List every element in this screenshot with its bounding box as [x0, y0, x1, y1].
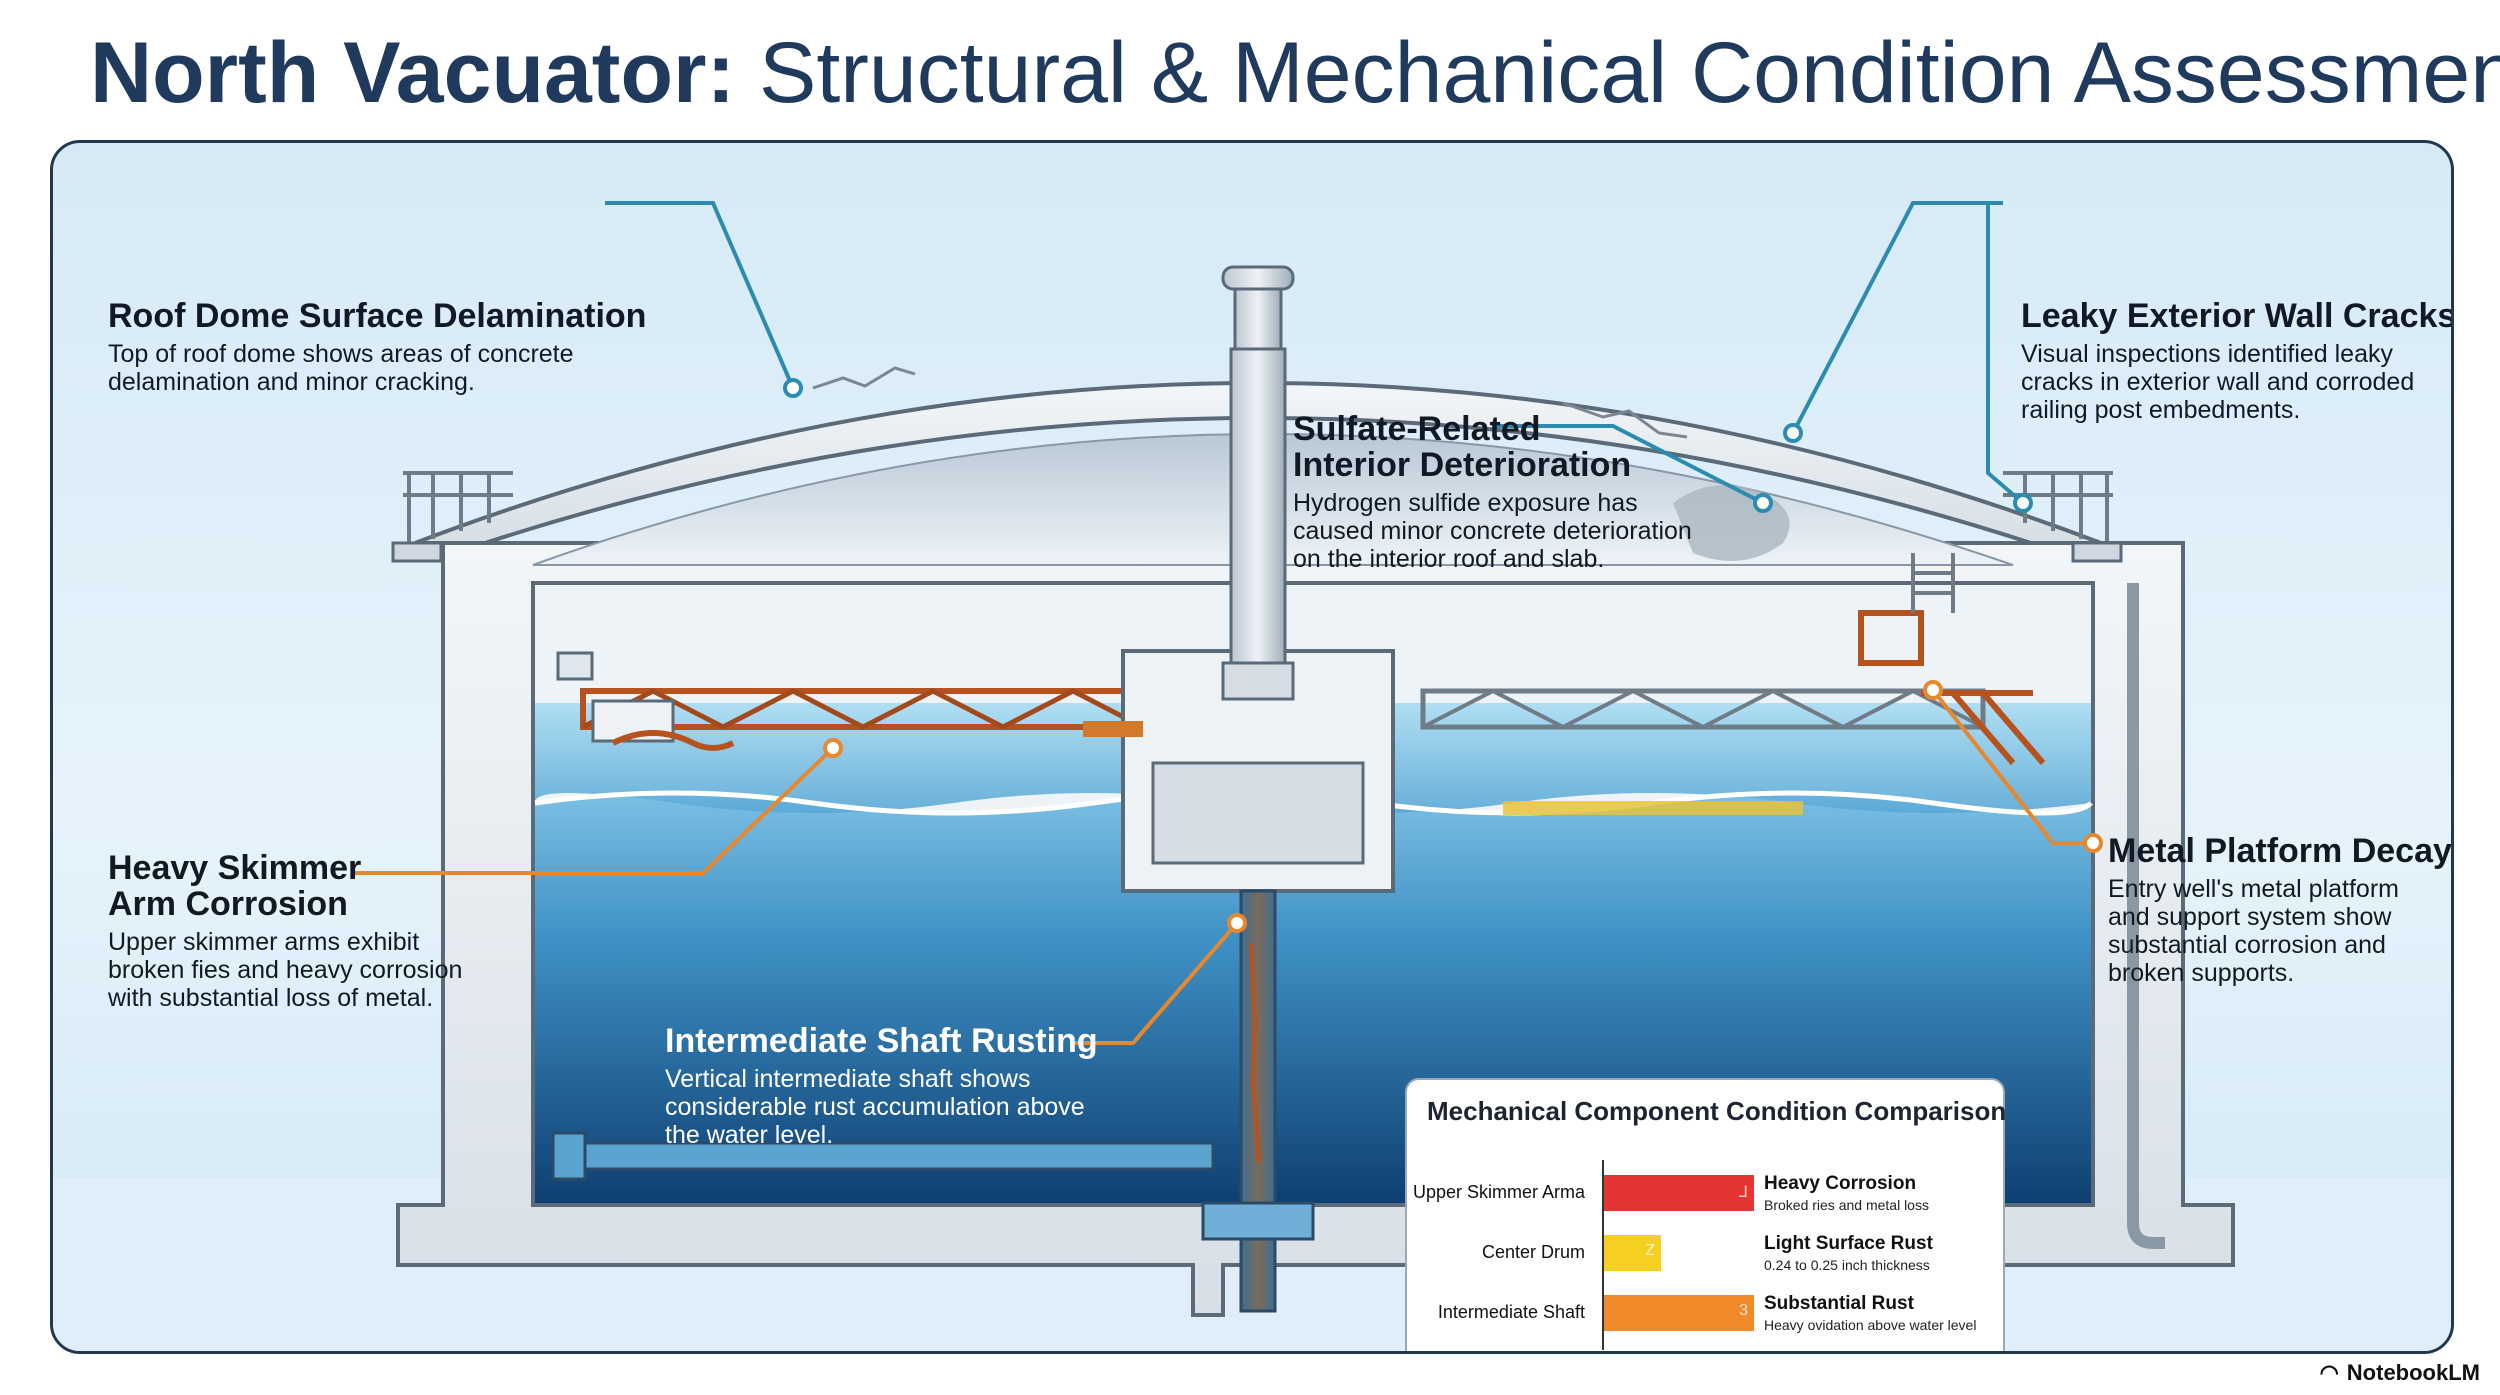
left-railing	[403, 471, 513, 543]
comparison-status-detail: 0.24 to 0.25 inch thickness	[1764, 1257, 1930, 1273]
skimmer-heading-line2: Arm Corrosion	[108, 885, 348, 923]
right-ledge	[2071, 541, 2123, 563]
skimmer-body: Upper skimmer arms exhibit broken fies a…	[108, 928, 463, 1012]
roof-dome-body: Top of roof dome shows areas of concrete…	[108, 340, 574, 396]
callout-platform: Metal Platform Decay Entry well's metal …	[2108, 832, 2452, 987]
exterior-wall-heading: Leaky Exterior Wall Cracks	[2021, 297, 2454, 335]
condition-comparison-card: Mechanical Component Condition Compariso…	[1405, 1078, 2007, 1351]
callout-exterior-wall: Leaky Exterior Wall Cracks Visual inspec…	[2021, 297, 2454, 424]
dome-crack	[812, 366, 916, 390]
exterior-downpipe	[2127, 583, 2165, 1249]
exterior-wall-body: Visual inspections identified leaky crac…	[2021, 340, 2415, 424]
skimmer-leader	[353, 738, 843, 875]
platform-body: Entry well's metal platform and support …	[2108, 875, 2399, 987]
comparison-status-detail: Broked ries and metal loss	[1764, 1197, 1929, 1213]
comparison-bar: Z	[1604, 1235, 1661, 1271]
right-skimmer-rust	[1503, 801, 1803, 815]
sulfate-heading-line2: Interior Deterioration	[1293, 446, 1632, 484]
roof-dome-leader	[605, 201, 803, 398]
center-column-collar	[1221, 661, 1295, 701]
comparison-row-label: Center Drum	[1481, 1242, 1585, 1262]
left-ledge	[391, 541, 443, 563]
right-skimmer-arm	[1420, 688, 1986, 730]
platform-heading: Metal Platform Decay	[2108, 832, 2452, 870]
exterior-wall-leader	[1783, 201, 2033, 513]
center-column	[1229, 347, 1287, 681]
notebooklm-logo-icon: ◠	[2319, 1360, 2339, 1385]
sulfate-heading-line1: Sulfate-Related	[1293, 410, 1541, 448]
center-drum-gear	[1151, 761, 1365, 865]
roof-vent-stem	[1233, 287, 1283, 351]
shaft-leader	[1071, 913, 1247, 1045]
comparison-status: Light Surface Rust 0.24 to 0.25 inch thic…	[1764, 1233, 1933, 1273]
page-title: North Vacuator: Structural & Mechanical …	[90, 25, 2500, 121]
comparison-status-title: Light Surface Rust	[1764, 1233, 1933, 1254]
callout-roof-dome: Roof Dome Surface Delamination Top of ro…	[108, 298, 668, 396]
dome-crack-2	[1562, 401, 1688, 439]
shaft-heading: Intermediate Shaft Rusting	[665, 1022, 1098, 1060]
comparison-row-label: Upper Skimmer Arma	[1412, 1182, 1585, 1202]
roof-vent-cap	[1221, 265, 1295, 291]
comparison-bar: ⅃	[1604, 1175, 1754, 1211]
entry-ladder	[1911, 553, 1955, 613]
shaft-body: Vertical intermediate shaft shows consid…	[665, 1065, 1085, 1149]
comparison-axis	[1602, 1160, 1604, 1350]
comparison-status-title: Substantial Rust	[1764, 1293, 1914, 1314]
comparison-bar: 3	[1604, 1295, 1754, 1331]
comparison-title: Mechanical Component Condition Compariso…	[1427, 1096, 2007, 1126]
intermediate-shaft	[1239, 889, 1277, 1313]
drum-rust-patch	[1083, 721, 1143, 737]
comparison-row-label: Intermediate Shaft	[1437, 1302, 1585, 1322]
sulfate-body: Hydrogen sulfide exposure has caused min…	[1293, 489, 1692, 573]
shaft-base	[1201, 1201, 1315, 1241]
callout-skimmer: Heavy Skimmer Arm Corrosion Upper skimme…	[108, 850, 488, 1012]
roof-dome-heading: Roof Dome Surface Delamination	[108, 297, 647, 335]
notebooklm-brand: ◠NotebookLM	[2319, 1360, 2480, 1385]
callout-shaft: Intermediate Shaft Rusting Vertical inte…	[665, 1023, 1105, 1149]
bottom-pipe-elbow	[551, 1131, 587, 1181]
comparison-bar-glyph: 3	[1739, 1302, 1748, 1319]
callout-sulfate: Sulfate-Related Interior Deterioration H…	[1293, 411, 1713, 573]
diagram-panel: Roof Dome Surface Delamination Top of ro…	[50, 140, 2454, 1354]
platform-leader	[1923, 680, 2103, 853]
skimmer-heading-line1: Heavy Skimmer	[108, 849, 362, 887]
shaft-rust-streak	[1249, 942, 1261, 1164]
comparison-status-detail: Heavy ovidation above water level	[1764, 1317, 1977, 1333]
comparison-bar-glyph: ⅃	[1739, 1184, 1748, 1201]
comparison-status-title: Heavy Corrosion	[1764, 1173, 1917, 1194]
sulfate-leader	[1493, 424, 1773, 513]
comparison-bar-glyph: Z	[1645, 1242, 1655, 1259]
